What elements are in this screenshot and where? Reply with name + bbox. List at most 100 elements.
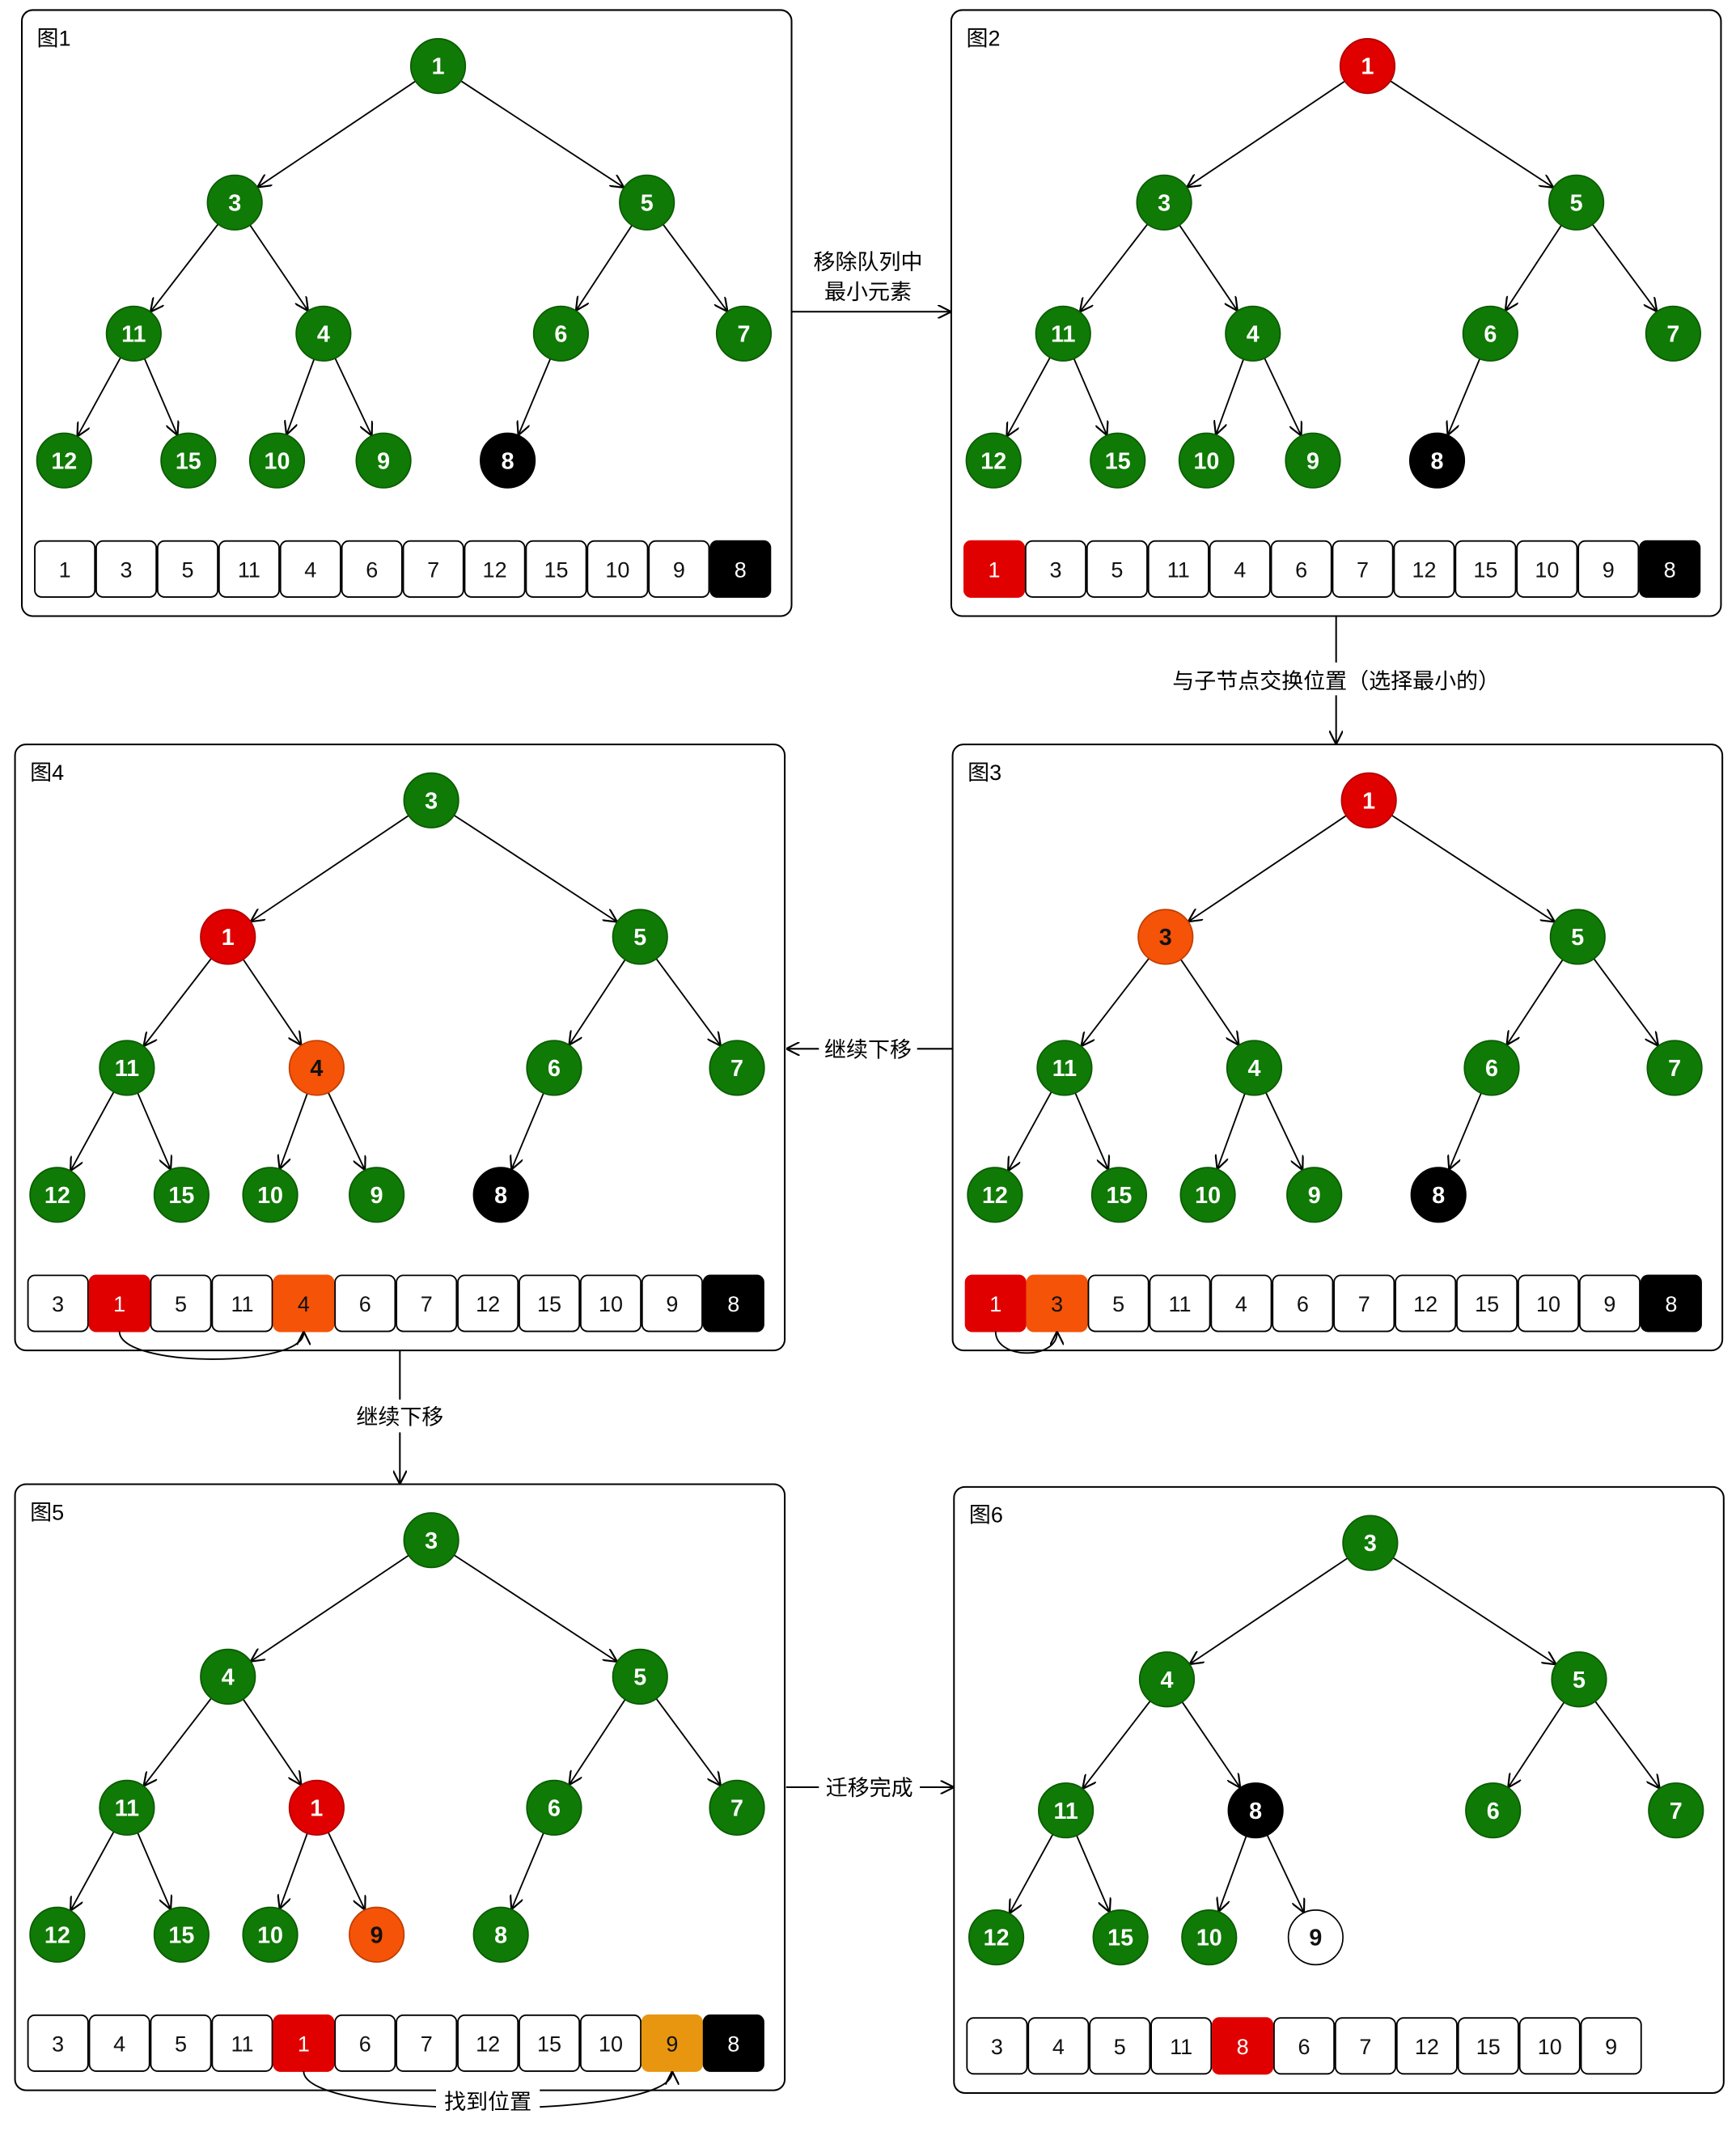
tree-edge bbox=[280, 1093, 308, 1168]
cell-value: 4 bbox=[1235, 1292, 1247, 1316]
node-value: 8 bbox=[1431, 448, 1444, 474]
cell-box bbox=[1395, 2017, 1458, 2075]
node-circle bbox=[1408, 432, 1466, 489]
cell-value: 4 bbox=[1234, 557, 1246, 582]
tree-edge bbox=[252, 1554, 409, 1660]
cell-box bbox=[525, 540, 587, 598]
node-circle bbox=[206, 174, 263, 231]
array-cell: 11 bbox=[218, 540, 280, 598]
node-value: 5 bbox=[1573, 1667, 1586, 1693]
node-circle bbox=[1645, 305, 1701, 362]
node-circle bbox=[1225, 305, 1281, 362]
array-cell: 12 bbox=[464, 540, 526, 598]
array-cell: 6 bbox=[334, 2014, 396, 2072]
array-cell: 1 bbox=[273, 2014, 335, 2072]
cell-value: 7 bbox=[421, 1292, 433, 1316]
node-circle bbox=[612, 909, 668, 965]
tree-edge bbox=[143, 358, 177, 434]
array-cell: 3 bbox=[27, 1274, 89, 1333]
cell-value: 5 bbox=[181, 557, 193, 582]
tree-edge bbox=[78, 357, 121, 435]
tree-edge bbox=[1506, 225, 1562, 310]
node-value: 10 bbox=[257, 1922, 283, 1948]
tree-edge bbox=[512, 1833, 544, 1908]
node-circle bbox=[242, 1167, 299, 1223]
array-cell: 10 bbox=[579, 1274, 642, 1333]
array-cell: 11 bbox=[211, 2014, 273, 2072]
cell-value: 9 bbox=[1603, 557, 1615, 582]
node-circle bbox=[160, 432, 217, 489]
tree-node: 15 bbox=[160, 432, 217, 489]
cell-box bbox=[218, 540, 280, 598]
array-cell: 4 bbox=[1210, 1274, 1272, 1333]
tree-node: 8 bbox=[472, 1906, 529, 1963]
tree-node: 9 bbox=[1285, 432, 1341, 489]
cell-value: 12 bbox=[483, 557, 507, 582]
tree-edge bbox=[1450, 1092, 1482, 1168]
cell-value: 8 bbox=[1665, 1292, 1677, 1316]
cell-box bbox=[1580, 2017, 1642, 2075]
cell-box bbox=[1395, 1274, 1457, 1333]
tree-node: 5 bbox=[1548, 174, 1605, 231]
tree-edge bbox=[249, 224, 307, 310]
tree-edge bbox=[287, 358, 315, 434]
cell-box bbox=[334, 2014, 396, 2072]
transition-3-to-4: 继续下移 bbox=[787, 1032, 953, 1066]
array-cell: 1 bbox=[963, 540, 1026, 598]
tree-node: 1 bbox=[409, 38, 467, 95]
node-value: 11 bbox=[1053, 1799, 1078, 1824]
array-cell: 5 bbox=[156, 540, 219, 598]
cell-value: 3 bbox=[52, 2032, 64, 2056]
cell-box bbox=[709, 540, 772, 598]
node-value: 1 bbox=[432, 54, 445, 80]
cell-value: 4 bbox=[298, 1292, 310, 1316]
tree-node: 3 bbox=[206, 174, 263, 231]
cell-value: 5 bbox=[1114, 2035, 1126, 2059]
array-cell: 4 bbox=[273, 1274, 335, 1333]
cell-value: 10 bbox=[599, 1292, 623, 1316]
node-value: 5 bbox=[633, 1665, 646, 1691]
tree-node: 12 bbox=[29, 1906, 86, 1963]
node-value: 9 bbox=[1308, 1183, 1321, 1209]
tree-node: 3 bbox=[1342, 1515, 1399, 1571]
cell-box bbox=[156, 540, 219, 598]
node-circle bbox=[1090, 432, 1146, 489]
tree-edge bbox=[453, 1554, 616, 1661]
tree-edge bbox=[242, 1698, 301, 1784]
cell-value: 3 bbox=[1051, 1292, 1063, 1316]
tree-node: 8 bbox=[1227, 1782, 1284, 1839]
cell-value: 1 bbox=[989, 1292, 1001, 1316]
tree-node: 3 bbox=[403, 1512, 459, 1569]
node-circle bbox=[288, 1040, 345, 1096]
cell-box bbox=[334, 1274, 396, 1333]
tree-node: 11 bbox=[1038, 1782, 1095, 1839]
tree-edge bbox=[328, 1832, 365, 1909]
node-circle bbox=[1137, 909, 1194, 965]
transition-label: 移除队列中 bbox=[814, 250, 923, 274]
node-value: 3 bbox=[1364, 1531, 1377, 1557]
node-value: 1 bbox=[1362, 788, 1375, 814]
tree-node: 8 bbox=[1408, 432, 1466, 489]
cell-box bbox=[27, 2014, 89, 2072]
array-cell: 6 bbox=[334, 1274, 396, 1333]
cell-box bbox=[1640, 1274, 1702, 1333]
array-cell: 9 bbox=[648, 540, 710, 598]
node-circle bbox=[248, 432, 306, 489]
array-cell: 11 bbox=[1150, 2017, 1213, 2075]
swap-arc-arrow bbox=[118, 1331, 304, 1360]
node-circle bbox=[99, 1040, 155, 1096]
transition-2-to-3: 与子节点交换位置（选择最小的） bbox=[1149, 616, 1523, 744]
cell-box bbox=[702, 2014, 764, 2072]
node-circle bbox=[105, 305, 162, 362]
node-circle bbox=[967, 1167, 1023, 1223]
node-circle bbox=[1549, 909, 1606, 965]
tree-edge bbox=[1076, 1835, 1109, 1911]
cell-value: 12 bbox=[1413, 1292, 1437, 1316]
tree-node: 5 bbox=[612, 909, 668, 965]
cell-value: 6 bbox=[1295, 557, 1307, 582]
cell-box bbox=[1332, 540, 1394, 598]
cell-box bbox=[1027, 2017, 1090, 2075]
array-cell: 5 bbox=[1087, 1274, 1150, 1333]
